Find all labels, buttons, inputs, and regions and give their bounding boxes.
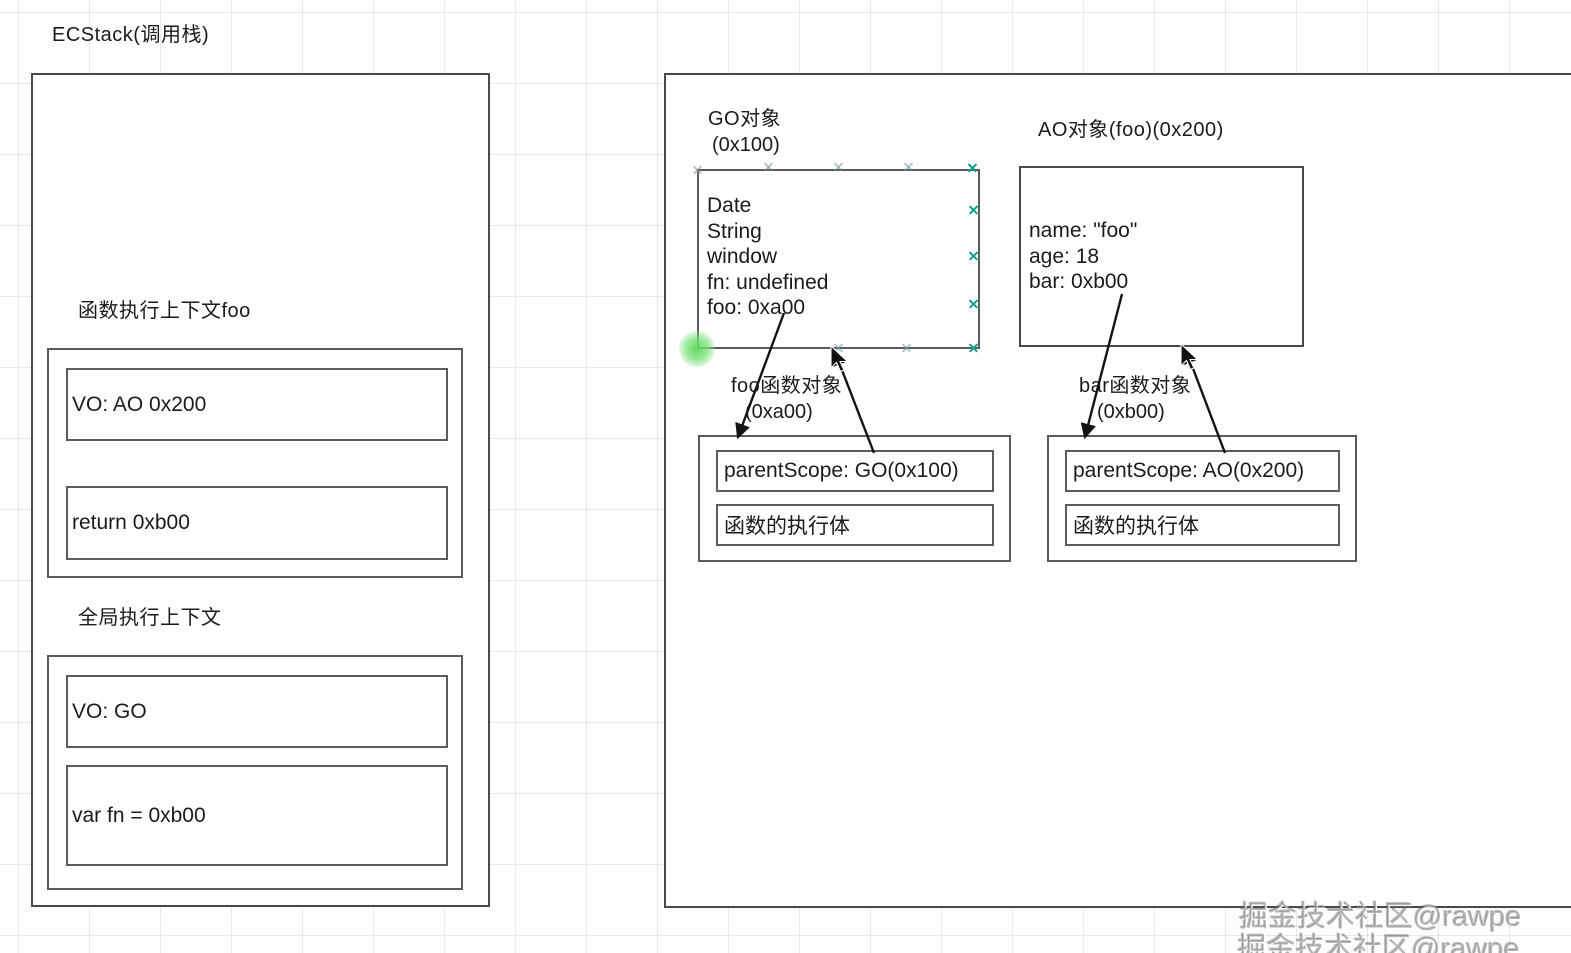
global-context-slot-vo-label: VO: GO: [72, 699, 147, 723]
go-object-caption-line2: (0x100): [712, 134, 780, 156]
selection-handle-top-left[interactable]: [692, 164, 703, 175]
selection-handle-top-center[interactable]: [833, 161, 844, 172]
global-context-slot-fn-label: var fn = 0xb00: [72, 803, 206, 827]
foo-function-row-body[interactable]: 函数的执行体: [716, 504, 994, 546]
foo-context-caption: 函数执行上下文foo: [78, 300, 251, 322]
selection-handle-right-center[interactable]: [968, 250, 979, 261]
foo-function-caption-line2: (0xa00): [745, 401, 813, 423]
selection-handle-right-a[interactable]: [968, 204, 979, 215]
mouse-cursor-icon: [830, 345, 849, 373]
selection-handle-top-a[interactable]: [763, 161, 774, 172]
ao-object-box[interactable]: name: "foo" age: 18 bar: 0xb00: [1019, 166, 1304, 347]
bar-function-object-box[interactable]: parentScope: AO(0x200) 函数的执行体: [1047, 435, 1357, 562]
foo-context-slot-vo-label: VO: AO 0x200: [72, 392, 207, 416]
bar-function-row-body[interactable]: 函数的执行体: [1065, 504, 1340, 546]
foo-context-slot-return[interactable]: return 0xb00: [66, 486, 448, 560]
foo-function-caption-line1: foo函数对象: [731, 375, 843, 397]
foo-function-row-body-label: 函数的执行体: [724, 515, 850, 538]
bar-function-caption-line1: bar函数对象: [1079, 375, 1192, 397]
bar-function-caption-line2: (0xb00): [1097, 401, 1165, 423]
ecstack-caption: ECStack(调用栈): [52, 24, 210, 46]
foo-function-row-parentscope[interactable]: parentScope: GO(0x100): [716, 450, 994, 492]
go-object-box[interactable]: Date String window fn: undefined foo: 0x…: [697, 169, 980, 349]
watermark-text: 掘金技术社区@rawpe: [1237, 933, 1520, 953]
foo-context-slot-vo[interactable]: VO: AO 0x200: [66, 368, 448, 441]
ao-object-caption: AO对象(foo)(0x200): [1038, 119, 1224, 141]
watermark-text-duplicate: 掘金技术社区@rawpe: [1239, 901, 1522, 933]
connection-point-indicator[interactable]: [679, 331, 715, 367]
selection-handle-top-b[interactable]: [903, 161, 914, 172]
bar-function-row-parentscope[interactable]: parentScope: AO(0x200): [1065, 450, 1340, 492]
selection-handle-bottom-b[interactable]: [901, 342, 912, 353]
go-object-caption-line1: GO对象: [708, 108, 782, 130]
watermark: 掘金技术社区@rawpe 掘金技术社区@rawpe: [1205, 898, 1522, 953]
bar-function-row-parentscope-label: parentScope: AO(0x200): [1073, 459, 1305, 482]
foo-execution-context-group[interactable]: VO: AO 0x200 return 0xb00: [47, 348, 463, 578]
selection-handle-right-b[interactable]: [968, 298, 979, 309]
global-context-caption: 全局执行上下文: [78, 607, 222, 629]
mouse-cursor-icon-secondary: [1180, 343, 1199, 371]
foo-function-row-parentscope-label: parentScope: GO(0x100): [724, 459, 959, 482]
global-context-slot-fn[interactable]: var fn = 0xb00: [66, 765, 448, 866]
selection-handle-bottom-right[interactable]: [968, 342, 979, 353]
foo-context-slot-return-label: return 0xb00: [72, 511, 190, 534]
global-execution-context-group[interactable]: VO: GO var fn = 0xb00: [47, 655, 463, 890]
foo-function-object-box[interactable]: parentScope: GO(0x100) 函数的执行体: [698, 435, 1011, 562]
ao-object-properties: name: "foo" age: 18 bar: 0xb00: [1029, 219, 1138, 293]
bar-function-row-body-label: 函数的执行体: [1073, 515, 1199, 538]
global-context-slot-vo[interactable]: VO: GO: [66, 675, 448, 748]
go-object-properties: Date String window fn: undefined foo: 0x…: [707, 194, 829, 319]
selection-handle-top-right[interactable]: [967, 162, 978, 173]
